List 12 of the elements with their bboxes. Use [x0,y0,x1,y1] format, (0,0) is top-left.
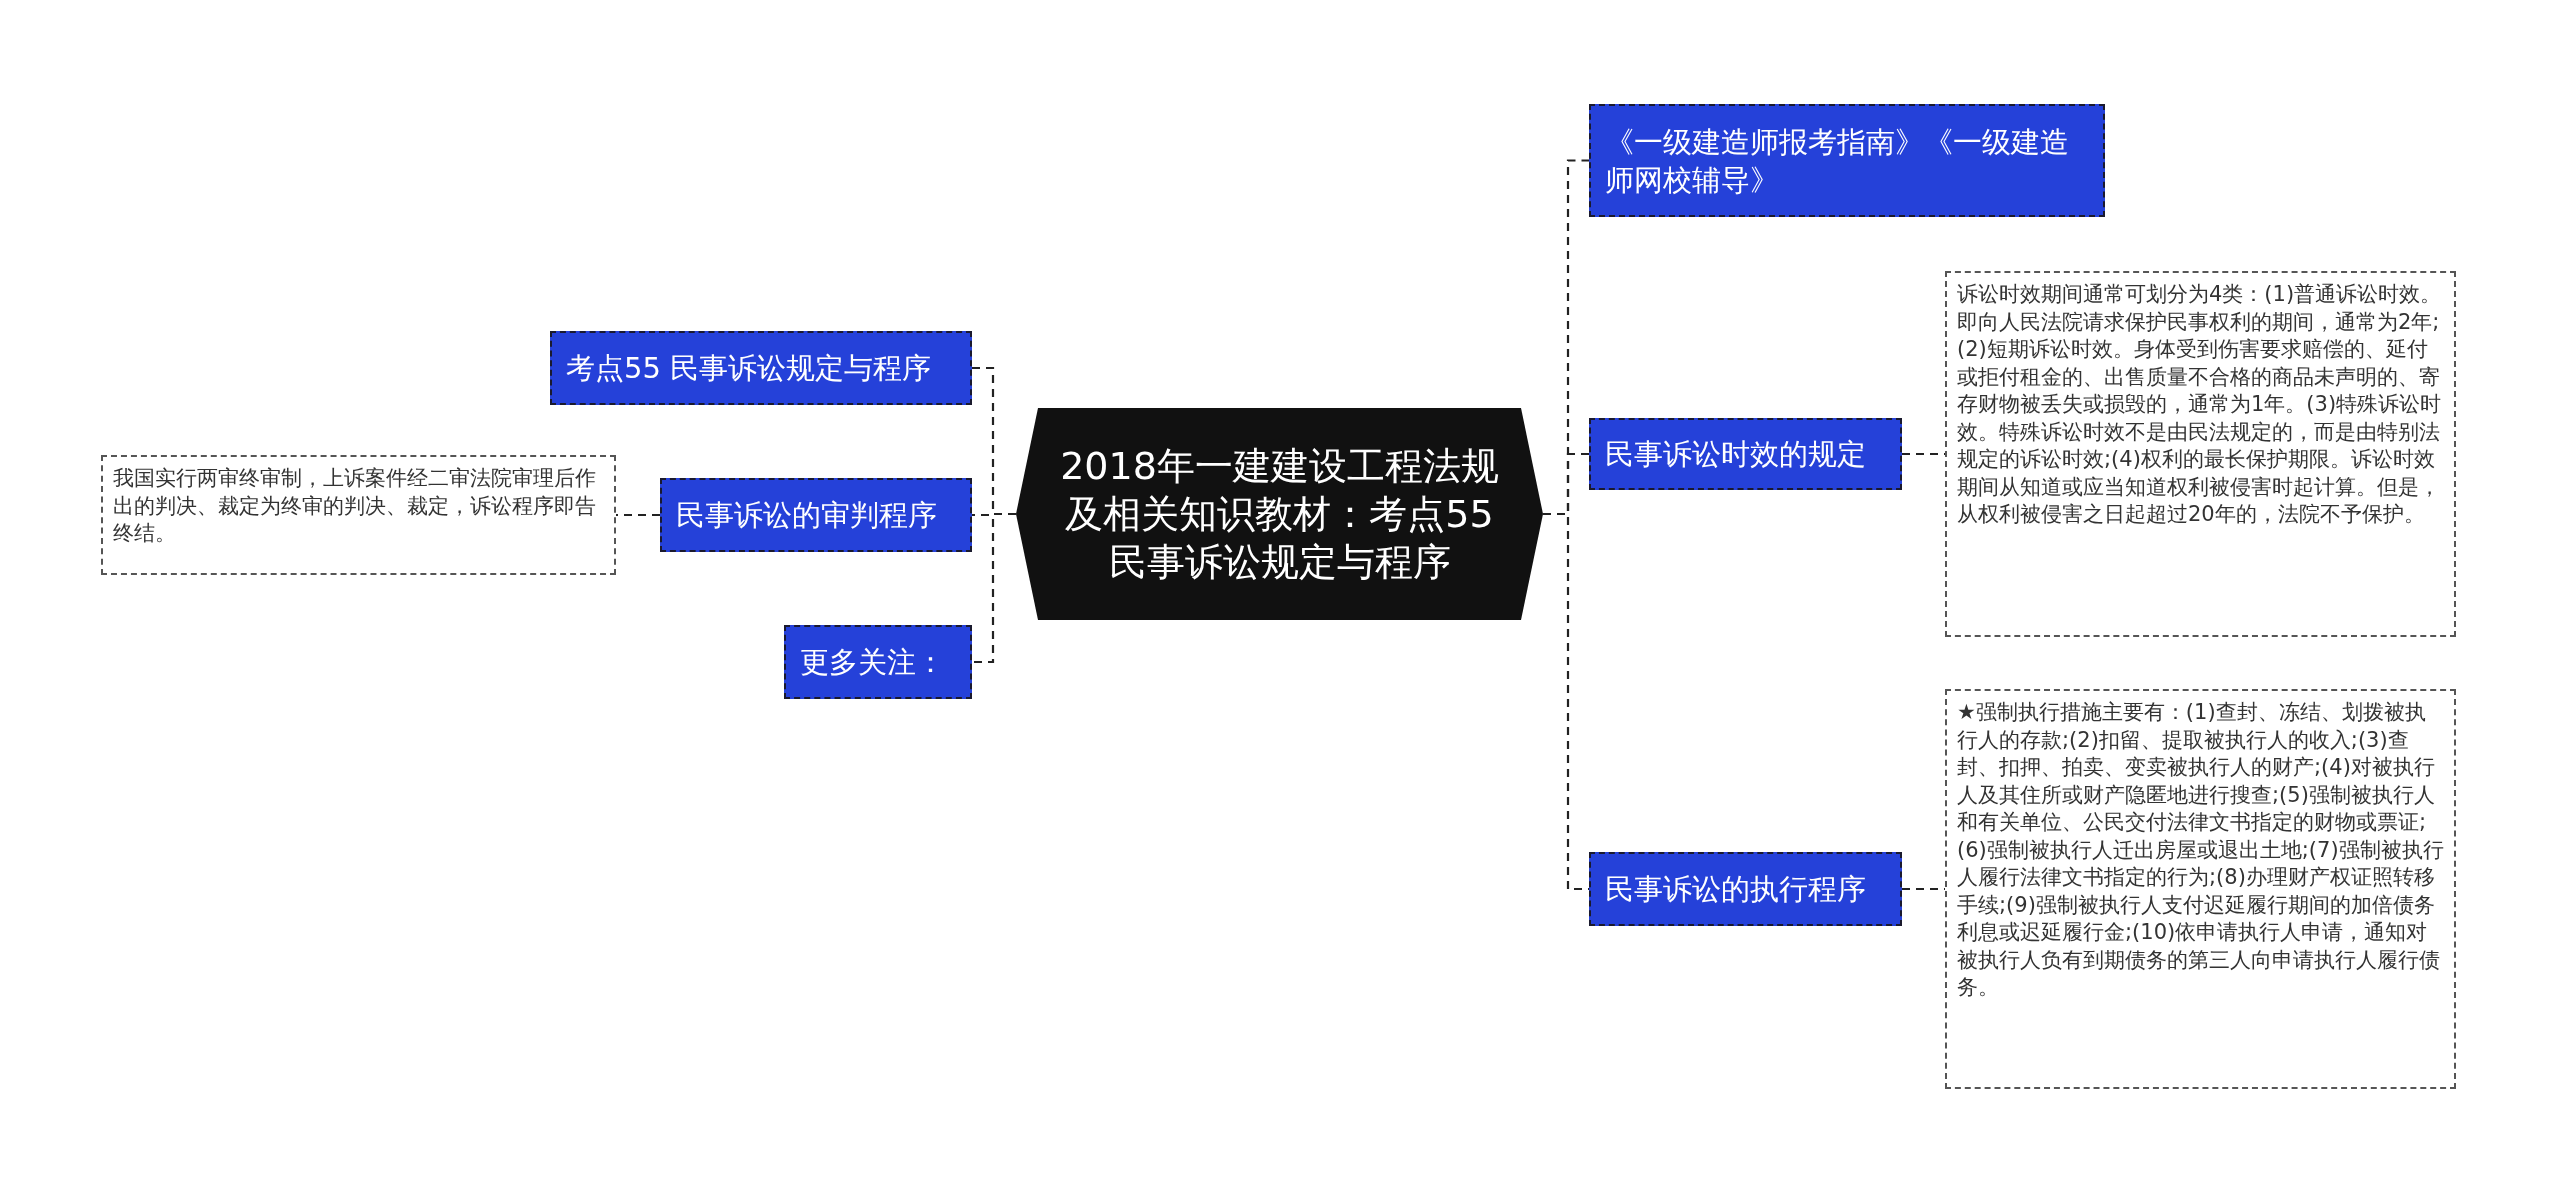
note-box: ★强制执行措施主要有：(1)查封、冻结、划拨被执行人的存款;(2)扣留、提取被执行人的收入;(3)查封、扣押、拍卖、变卖被执行人的财产;(4)对被执行人及其住所或财产隐匿地进行搜查;(5)强制被执行人和有关单位、公民交付法律文书指定的财物或票证;(6)强制被执行人迁出房屋或退出土地;(7)强制被执行人履行法律文书指定的行为;(8)办理财产权证照转移手续;(9)强制被执行人支付迟延履行期间的加倍债务利息或迟延履行金;(10)依申请执行人申请，通知对被执行人负有到期债务的第三人向申请执行人履行债务。 [1945,689,2456,1089]
note-box: 诉讼时效期间通常可划分为4类：(1)普通诉讼时效。即向人民法院请求保护民事权利的期间，通常为2年;(2)短期诉讼时效。身体受到伤害要求赔偿的、延付或拒付租金的、出售质量不合格的商品未声明的、寄存财物被丢失或损毁的，通常为1年。(3)特殊诉讼时效。特殊诉讼时效不是由民法规定的，而是由特别法规定的诉讼时效;(4)权利的最长保护期限。诉讼时效期间从知道或应当知道权利被侵害时起计算。但是，从权利被侵害之日起超过20年的，法院不予保护。 [1945,271,2456,637]
topic-box: 民事诉讼的执行程序 [1589,852,1902,926]
central-topic: 2018年一建建设工程法规及相关知识教材：考点55 民事诉讼规定与程序 [1016,408,1543,620]
topic-box: 《一级建造师报考指南》《一级建造师网校辅导》 [1589,104,2105,217]
topic-box: 更多关注： [784,625,972,699]
note-box: 我国实行两审终审制，上诉案件经二审法院审理后作出的判决、裁定为终审的判决、裁定，诉讼程序即告终结。 [101,455,616,575]
connector-line [616,513,660,517]
topic-box: 民事诉讼的审判程序 [660,478,972,552]
topic-box: 民事诉讼时效的规定 [1589,418,1902,490]
topic-box: 考点55 民事诉讼规定与程序 [550,331,972,405]
connector-line [972,512,1016,664]
